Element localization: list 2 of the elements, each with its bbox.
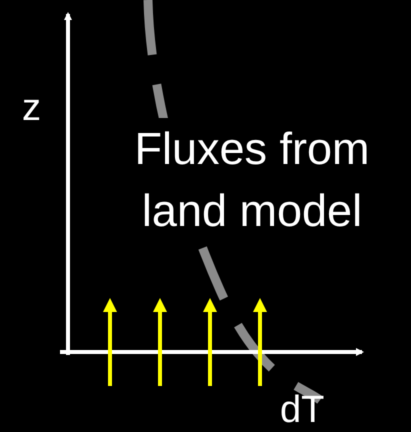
axis-label: z	[22, 86, 41, 130]
axis-label: dT	[280, 388, 324, 432]
